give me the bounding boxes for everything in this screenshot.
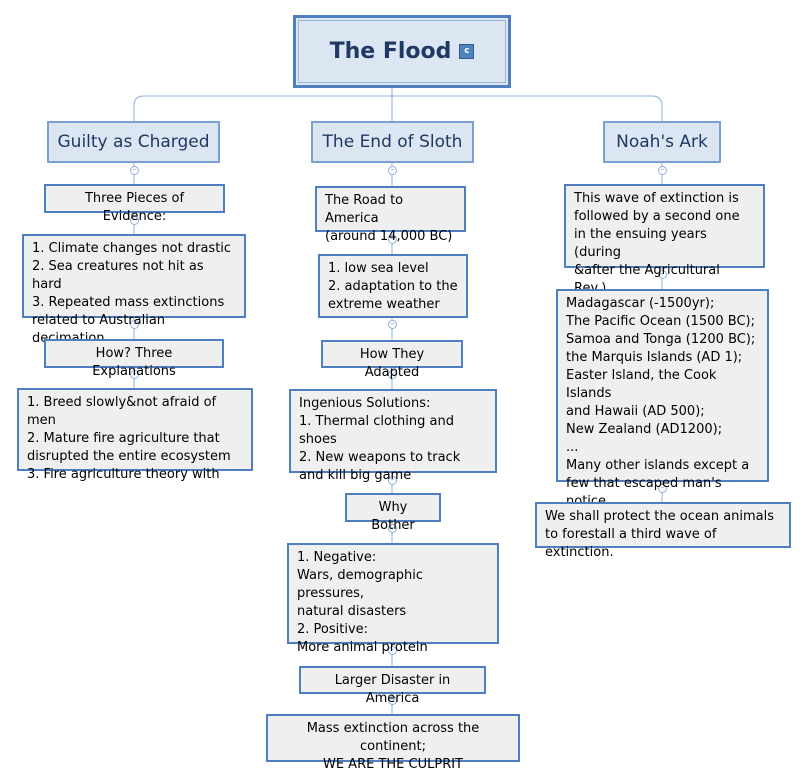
collapse-toggle-icon[interactable]: – — [130, 216, 139, 225]
collapse-toggle-icon[interactable]: – — [658, 166, 667, 175]
sloth-why-bother-heading[interactable]: Why Bother — [345, 493, 441, 533]
guilty-evidence-list[interactable]: 1. Climate changes not drastic 2. Sea cr… — [22, 234, 246, 346]
collapse-toggle-icon[interactable]: – — [388, 320, 397, 329]
collapse-toggle-icon[interactable]: – — [130, 166, 139, 175]
collapse-toggle-icon[interactable]: – — [658, 484, 667, 493]
ark-second-wave-note[interactable]: This wave of extinction is followed by a… — [564, 184, 765, 296]
sloth-mass-extinction-conclusion[interactable]: Mass extinction across the continent; WE… — [266, 714, 520, 772]
collapse-toggle-icon[interactable]: – — [388, 696, 397, 705]
sloth-ingenious-solutions[interactable]: Ingenious Solutions: 1. Thermal clothing… — [289, 389, 497, 483]
collapse-toggle-icon[interactable]: – — [388, 370, 397, 379]
collapse-toggle-icon[interactable]: – — [388, 646, 397, 655]
branch-guilty-as-charged[interactable]: Guilty as Charged — [47, 121, 220, 163]
sloth-road-to-america[interactable]: The Road to America (around 14,000 BC) — [315, 186, 466, 244]
root-topic[interactable]: The Flood c — [293, 15, 511, 88]
guilty-explanations-heading[interactable]: How? Three Explanations — [44, 339, 224, 379]
note-icon[interactable]: c — [459, 44, 475, 59]
sloth-negative-positive-list[interactable]: 1. Negative: Wars, demographic pressures… — [287, 543, 499, 655]
collapse-toggle-icon[interactable]: – — [388, 166, 397, 175]
ark-protect-ocean-conclusion[interactable]: We shall protect the ocean animals to fo… — [535, 502, 791, 560]
collapse-toggle-icon[interactable]: – — [388, 476, 397, 485]
ark-islands-timeline[interactable]: Madagascar (-1500yr); The Pacific Ocean … — [556, 289, 769, 509]
collapse-toggle-icon[interactable]: – — [130, 320, 139, 329]
guilty-evidence-heading[interactable]: Three Pieces of Evidence: — [44, 184, 225, 224]
guilty-explanations-list[interactable]: 1. Breed slowly&not afraid of men 2. Mat… — [17, 388, 253, 482]
collapse-toggle-icon[interactable]: – — [130, 370, 139, 379]
collapse-toggle-icon[interactable]: – — [388, 524, 397, 533]
sloth-larger-disaster-heading[interactable]: Larger Disaster in America — [299, 666, 486, 706]
collapse-toggle-icon[interactable]: – — [658, 270, 667, 279]
branch-end-of-sloth[interactable]: The End of Sloth — [311, 121, 474, 163]
collapse-toggle-icon[interactable]: – — [388, 235, 397, 244]
sloth-how-adapted-heading[interactable]: How They Adapted — [321, 340, 463, 380]
root-topic-title: The Flood — [329, 39, 452, 64]
sloth-adaptation-list[interactable]: 1. low sea level 2. adaptation to the ex… — [318, 254, 468, 318]
branch-noahs-ark[interactable]: Noah's Ark — [603, 121, 721, 163]
